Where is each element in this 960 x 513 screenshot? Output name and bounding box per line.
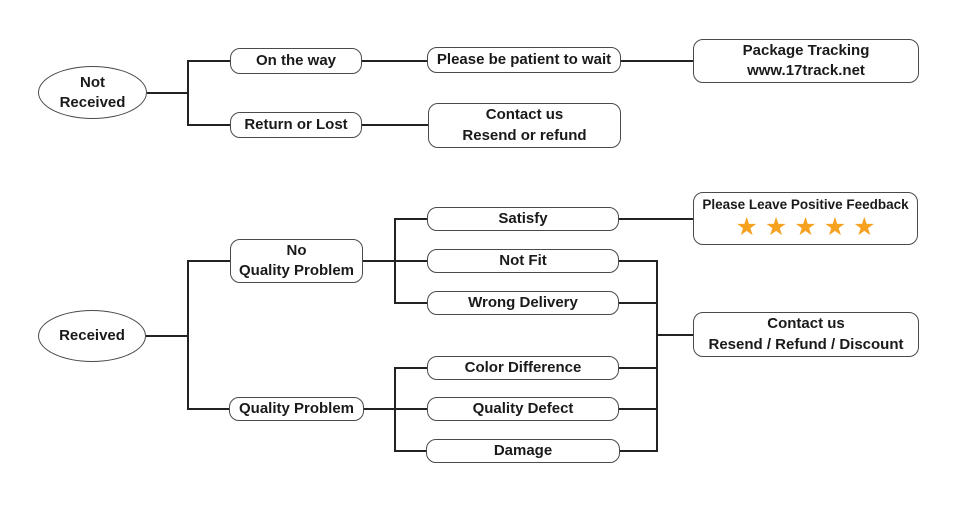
connector-line xyxy=(394,367,396,452)
connector-line xyxy=(619,302,657,304)
connector-line xyxy=(394,302,427,304)
connector-line xyxy=(656,260,658,452)
node-not-fit: Not Fit xyxy=(427,249,619,273)
node-not-received: Not Received xyxy=(38,66,147,119)
connector-line xyxy=(394,218,396,304)
connector-line xyxy=(619,450,657,452)
connector-line xyxy=(394,450,427,452)
node-positive-feedback: Please Leave Positive Feedback ★★★★★ xyxy=(693,192,918,245)
connector-line xyxy=(364,408,427,410)
node-contact-resend-refund-discount: Contact us Resend / Refund / Discount xyxy=(693,312,919,357)
node-damage: Damage xyxy=(426,439,620,463)
feedback-title: Please Leave Positive Feedback xyxy=(702,196,909,212)
node-on-the-way: On the way xyxy=(230,48,362,74)
connector-line xyxy=(146,335,188,337)
connector-line xyxy=(187,60,189,126)
connector-line xyxy=(147,92,188,94)
node-contact-resend-refund: Contact us Resend or refund xyxy=(428,103,621,148)
connector-line xyxy=(187,260,189,410)
connector-line xyxy=(362,60,427,62)
connector-line xyxy=(619,260,657,262)
node-satisfy: Satisfy xyxy=(427,207,619,231)
node-return-or-lost: Return or Lost xyxy=(230,112,362,138)
node-wrong-delivery: Wrong Delivery xyxy=(427,291,619,315)
node-no-quality-problem: No Quality Problem xyxy=(230,239,363,283)
connector-line xyxy=(188,408,229,410)
node-quality-defect: Quality Defect xyxy=(427,397,619,421)
node-quality-problem: Quality Problem xyxy=(229,397,364,421)
connector-line xyxy=(394,218,427,220)
connector-line xyxy=(188,124,230,126)
connector-line xyxy=(394,367,427,369)
connector-line xyxy=(188,260,230,262)
connector-line xyxy=(656,334,693,336)
node-package-tracking: Package Tracking www.17track.net xyxy=(693,39,919,83)
connector-line xyxy=(362,124,428,126)
node-please-be-patient: Please be patient to wait xyxy=(427,47,621,73)
connector-line xyxy=(619,408,657,410)
connector-line xyxy=(619,367,657,369)
node-color-difference: Color Difference xyxy=(427,356,619,380)
connector-line xyxy=(621,60,693,62)
connector-line xyxy=(188,60,230,62)
feedback-stars: ★★★★★ xyxy=(735,212,883,241)
connector-line xyxy=(619,218,693,220)
node-received: Received xyxy=(38,310,146,362)
